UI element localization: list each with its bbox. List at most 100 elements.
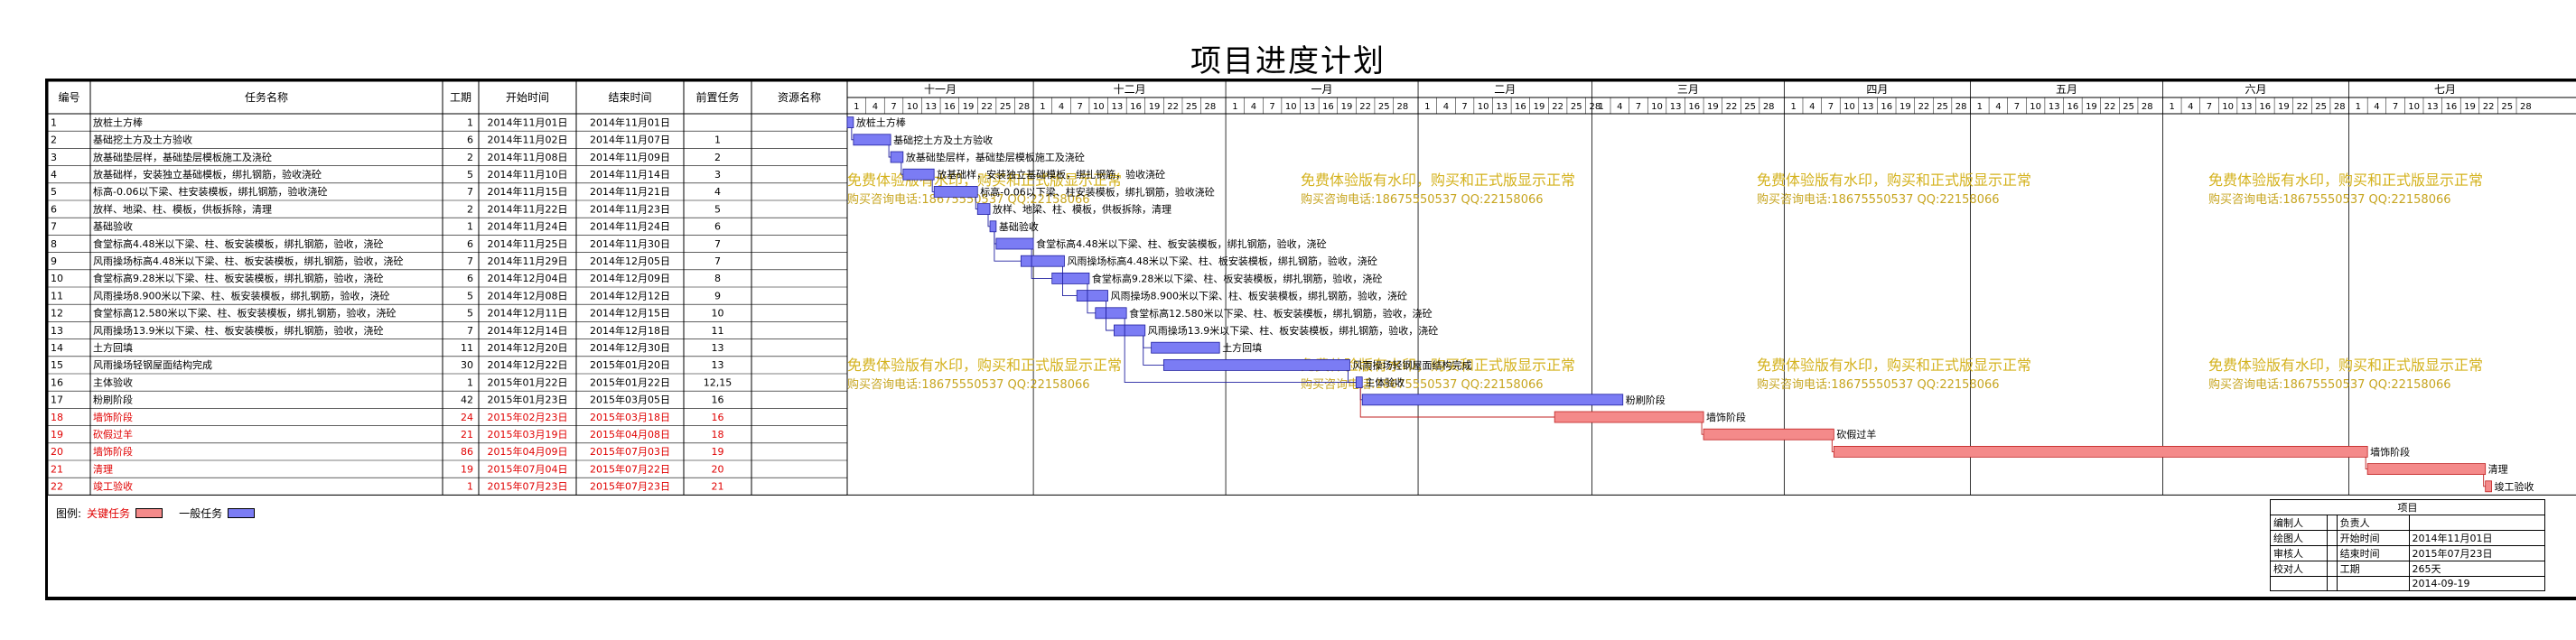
- watermark-line1: 免费体验版有水印，购买和正式版显示正常: [847, 357, 1122, 374]
- gantt-bar: [1051, 272, 1090, 284]
- dependency-link: [851, 127, 854, 141]
- day-label: 25: [1186, 102, 1198, 112]
- cell-start: 2014年12月04日: [488, 272, 568, 284]
- cell-duration: 30: [461, 359, 473, 371]
- bar-label: 食堂标高12.580米以下梁、柱、板安装模板，绑扎钢筋，验收，浇砼: [1129, 307, 1433, 320]
- cell-end: 2014年12月12日: [590, 289, 670, 301]
- cell-name: 基础挖土方及土方验收: [93, 134, 192, 146]
- day-label: 13: [1862, 102, 1874, 112]
- cell-duration: 7: [467, 186, 473, 198]
- day-label: 25: [2315, 102, 2327, 112]
- info-cell: 结束时间: [2336, 545, 2410, 561]
- header-duration: 工期: [450, 91, 471, 104]
- bar-label: 食堂标高9.28米以下梁、柱、板安装模板，绑扎钢筋，验收，浇砼: [1092, 272, 1383, 284]
- day-label: 19: [1707, 102, 1719, 112]
- gantt-bar: [933, 185, 978, 198]
- cell-id: 14: [51, 342, 63, 354]
- cell-duration: 1: [467, 221, 473, 233]
- cell-pred: 12,15: [704, 376, 733, 388]
- cell-name: 墙饰阶段: [93, 411, 133, 423]
- cell-id: 5: [51, 186, 57, 198]
- watermark-line1: 免费体验版有水印，购买和正式版显示正常: [1301, 172, 1575, 189]
- bar-label: 基础挖土方及土方验收: [893, 134, 993, 146]
- info-cell: 开始时间: [2336, 530, 2410, 546]
- watermark-line2: 购买咨询电话:18675550537 QQ:22158066: [847, 377, 1090, 392]
- gantt-bar: [995, 237, 1034, 250]
- info-row: 2014-09-19: [2270, 576, 2546, 591]
- cell-duration: 21: [461, 429, 473, 441]
- cell-pred: 5: [714, 203, 721, 215]
- info-cell: 2014-09-19: [2408, 576, 2546, 591]
- day-label: 22: [1552, 102, 1563, 112]
- cell-duration: 11: [461, 342, 473, 354]
- cell-id: 2: [51, 134, 57, 146]
- bar-label: 砍假过羊: [1836, 428, 1876, 441]
- legend-critical-swatch: [135, 508, 163, 518]
- watermark-line2: 购买咨询电话:18675550537 QQ:22158066: [2208, 377, 2451, 392]
- cell-pred: 6: [714, 221, 721, 233]
- cell-duration: 42: [461, 394, 473, 406]
- cell-start: 2014年11月01日: [488, 116, 568, 128]
- day-label: 10: [1285, 102, 1297, 112]
- cell-pred: 1: [714, 134, 721, 146]
- cell-pred: 7: [714, 238, 721, 250]
- gantt-bar: [2485, 480, 2492, 493]
- cell-end: 2014年11月30日: [590, 237, 670, 250]
- dependency-link: [1143, 336, 1164, 366]
- watermark-line1: 免费体验版有水印，购买和正式版显示正常: [1757, 172, 2031, 189]
- cell-duration: 5: [467, 169, 473, 181]
- day-label: 10: [2030, 102, 2041, 112]
- day-label: 19: [1899, 102, 1911, 112]
- info-cell: [2326, 515, 2338, 531]
- info-cell: 审核人: [2270, 545, 2328, 561]
- cell-id: 15: [51, 359, 63, 371]
- cell-pred: 11: [712, 325, 724, 337]
- bar-label: 竣工验收: [2495, 480, 2534, 493]
- cell-end: 2015年07月22日: [590, 462, 670, 475]
- cell-end: 2015年01月22日: [590, 376, 670, 388]
- day-label: 28: [1955, 102, 1967, 112]
- header-pred: 前置任务: [695, 90, 739, 104]
- cell-end: 2014年12月18日: [590, 324, 670, 337]
- day-label: 1: [2356, 102, 2361, 112]
- dependency-link: [2483, 474, 2486, 487]
- dependency-link: [888, 144, 891, 158]
- dependency-link: [987, 214, 991, 227]
- gantt-bar: [1833, 445, 2368, 458]
- gantt-frame: [45, 79, 2576, 600]
- bar-label: 清理: [2488, 464, 2508, 476]
- day-label: 4: [1809, 102, 1815, 112]
- cell-pred: 21: [712, 481, 724, 493]
- gantt-bar: [1703, 428, 1834, 441]
- cell-duration: 1: [467, 376, 473, 388]
- cell-name: 竣工验收: [93, 480, 133, 493]
- info-cell: 265天: [2408, 561, 2546, 577]
- month-label: 三月: [1677, 83, 1699, 96]
- cell-end: 2014年12月09日: [590, 272, 670, 284]
- watermark-line1: 免费体验版有水印，购买和正式版显示正常: [1757, 357, 2031, 374]
- day-label: 28: [1205, 102, 1217, 112]
- month-label: 一月: [1311, 83, 1333, 96]
- cell-duration: 1: [467, 481, 473, 493]
- day-label: 10: [1651, 102, 1663, 112]
- cell-duration: 7: [467, 255, 473, 267]
- cell-end: 2014年11月01日: [590, 116, 670, 128]
- cell-name: 粉刷阶段: [93, 394, 133, 406]
- day-label: 7: [1636, 102, 1641, 112]
- bar-label: 基础验收: [999, 220, 1039, 233]
- day-label: 13: [1496, 102, 1507, 112]
- cell-start: 2014年12月14日: [488, 324, 568, 337]
- day-label: 28: [1396, 102, 1408, 112]
- cell-duration: 24: [461, 412, 473, 423]
- day-label: 28: [2142, 102, 2153, 112]
- gantt-bar: [846, 116, 854, 129]
- day-label: 10: [907, 102, 919, 112]
- day-label: 13: [2241, 102, 2253, 112]
- bar-label: 墙饰阶段: [1706, 411, 1746, 423]
- day-label: 7: [1077, 102, 1082, 112]
- dependency-link: [1359, 387, 1555, 418]
- cell-id: 8: [51, 238, 57, 250]
- day-label: 19: [1341, 102, 1353, 112]
- cell-pred: 8: [714, 273, 721, 284]
